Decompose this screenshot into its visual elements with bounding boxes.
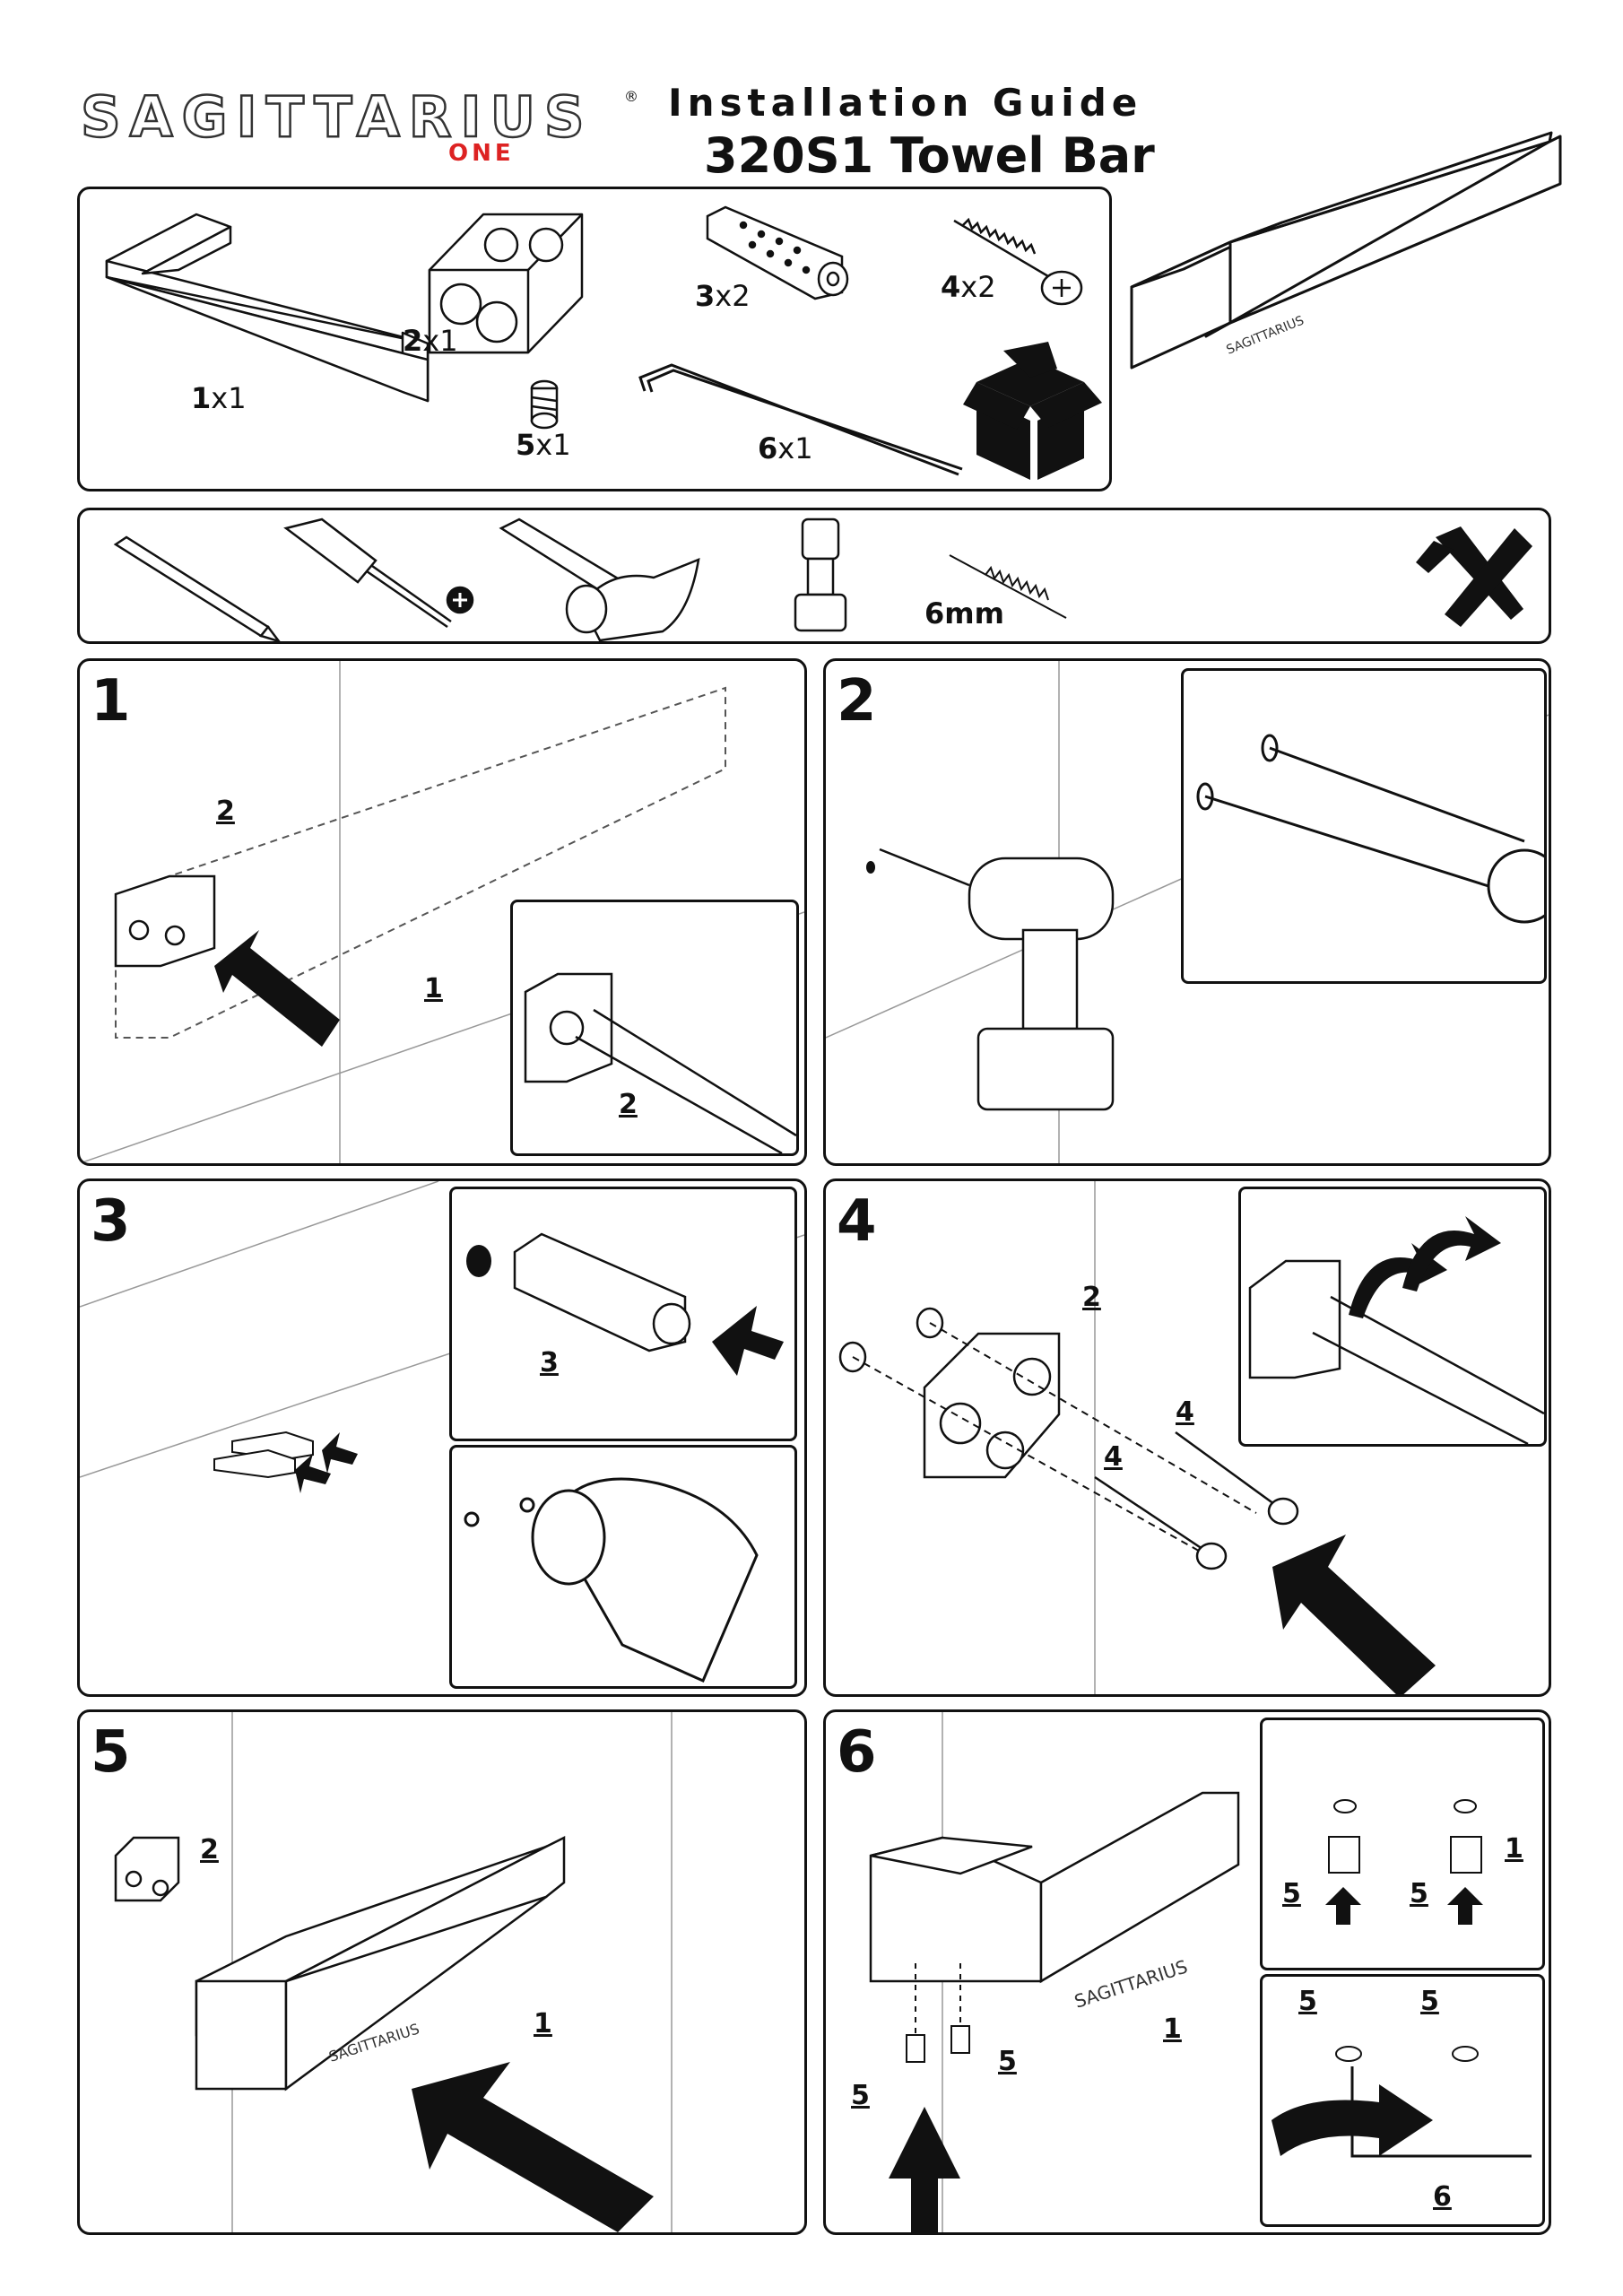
step-6-hex-key-detail [1271, 2046, 1532, 2158]
step-4-callout-2: 2 [1082, 1282, 1101, 1313]
pencil-icon [113, 535, 281, 641]
step-2-detail-inset [1181, 668, 1547, 984]
step-6-detail-inset-top: 5 5 1 [1260, 1718, 1545, 1970]
part-4-screw [953, 217, 1083, 306]
step-2-detail-illustration [1196, 734, 1544, 924]
step-1-callout-2: 2 [216, 796, 235, 827]
tools-panel: 6mm [77, 508, 1551, 644]
part-label-3: 3x2 [695, 279, 751, 313]
step-3-callout-3: 3 [540, 1347, 559, 1378]
step-1-panel: 1 2 1 2 [77, 658, 807, 1166]
step-2-illustration [826, 661, 1549, 1163]
step-number-6: 6 [837, 1719, 877, 1786]
part-label-5: 5x1 [516, 428, 571, 462]
step-3-hammer-detail [464, 1477, 759, 1683]
parts-panel: 1x1 2x1 3x2 4x2 5x1 6x1 [77, 187, 1112, 491]
part-1-towel-bar [105, 213, 430, 403]
step-6-panel: 6 SAGITTARIUS 5 5 1 5 5 1 [823, 1709, 1551, 2235]
brand-name: SAGITTARIUS [80, 84, 594, 150]
step-number-1: 1 [91, 668, 131, 735]
part-5-grub-screw [530, 379, 559, 430]
step-5-callout-1: 1 [534, 2008, 552, 2039]
step-6-detail-inset-bottom: 5 5 6 [1260, 1974, 1545, 2227]
part-label-4: 4x2 [941, 270, 996, 304]
step-3-detail-inset-top: 3 [449, 1187, 797, 1441]
step-6-hex-callout-5a: 5 [1298, 1986, 1317, 2017]
step-4-callout-4b: 4 [1104, 1441, 1123, 1473]
cordless-drill-icon [794, 517, 847, 632]
step-3-illustration [80, 1181, 804, 1493]
step-4-arrow-icon [1272, 1535, 1436, 1694]
step-4-callout-4a: 4 [1176, 1396, 1194, 1428]
step-6-hex-callout-6: 6 [1433, 2181, 1452, 2213]
brand-logo: SAGITTARIUS ONE ® [80, 84, 638, 167]
hammer-icon [499, 517, 700, 641]
part-label-2: 2x1 [403, 324, 458, 358]
step-3-panel: 3 3 [77, 1178, 807, 1697]
step-4-screws-icon [1094, 1431, 1299, 1570]
phillips-screwdriver-icon [283, 517, 474, 629]
step-number-4: 4 [837, 1188, 877, 1255]
step-6-callout-5b: 5 [998, 2046, 1017, 2077]
step-6-callout-5a: 5 [851, 2080, 870, 2111]
rotate-arrow-icon-2 [1402, 1216, 1501, 1292]
tools-icon [1416, 526, 1532, 627]
part-label-6: 6x1 [758, 431, 813, 465]
parts-illustrations [105, 205, 1102, 480]
drill-bit-size-label: 6mm [924, 596, 1004, 631]
step-6-arrow-icon [889, 2107, 960, 2232]
step-5-arrow-icon [412, 2062, 654, 2232]
step-1-callout-1: 1 [424, 973, 443, 1004]
step-number-3: 3 [91, 1188, 131, 1255]
registered-mark: ® [624, 88, 638, 105]
open-box-icon [963, 342, 1102, 480]
step-6-logo-text: SAGITTARIUS [1072, 1955, 1190, 2012]
step-4-illustration [838, 1181, 1436, 1694]
step-1-illustration [80, 661, 804, 1163]
brand-sub: ONE [448, 140, 515, 167]
step-5-callout-2: 2 [200, 1834, 219, 1866]
step-1-arrow-icon [214, 930, 340, 1047]
part-label-1: 1x1 [191, 381, 247, 415]
tools-illustrations [113, 517, 1532, 641]
part-6-hex-key [638, 363, 963, 476]
step-1-detail-callout-2: 2 [619, 1089, 638, 1120]
step-number-5: 5 [91, 1719, 131, 1786]
step-6-callout-1: 1 [1163, 2013, 1182, 2045]
step-3-plug-detail [466, 1232, 784, 1376]
step-6-detail-callout-5a: 5 [1282, 1878, 1301, 1909]
part-3-wall-plug [706, 205, 849, 300]
step-6-grub-screws-detail [1325, 1799, 1483, 1925]
step-2-drill-icon [879, 848, 1115, 1111]
step-3-detail-inset-bottom [449, 1445, 797, 1689]
step-4-detail-inset [1238, 1187, 1547, 1447]
step-5-illustration: SAGITTARIUS [114, 1712, 673, 2232]
product-title: 320S1 Towel Bar [704, 127, 1155, 184]
drill-bit-icon [949, 554, 1067, 619]
step-3-insert-arrow-icon [712, 1306, 784, 1376]
step-5-panel: 5 SAGITTARIUS 2 1 [77, 1709, 807, 2235]
step-6-hex-callout-5b: 5 [1420, 1986, 1439, 2017]
step-1-detail-illustration [524, 972, 796, 1153]
step-2-panel: 2 [823, 658, 1551, 1166]
step-4-panel: 4 2 4 4 [823, 1178, 1551, 1697]
guide-title: Installation Guide [668, 81, 1143, 125]
step-6-detail-callout-1: 1 [1505, 1833, 1523, 1865]
step-1-detail-inset: 2 [510, 900, 799, 1156]
step-6-illustration: SAGITTARIUS [869, 1712, 1240, 2232]
step-4-tighten-detail [1248, 1216, 1544, 1444]
step-6-detail-callout-5b: 5 [1410, 1878, 1428, 1909]
part-2-mounting-block [428, 213, 584, 354]
step-number-2: 2 [837, 668, 877, 735]
